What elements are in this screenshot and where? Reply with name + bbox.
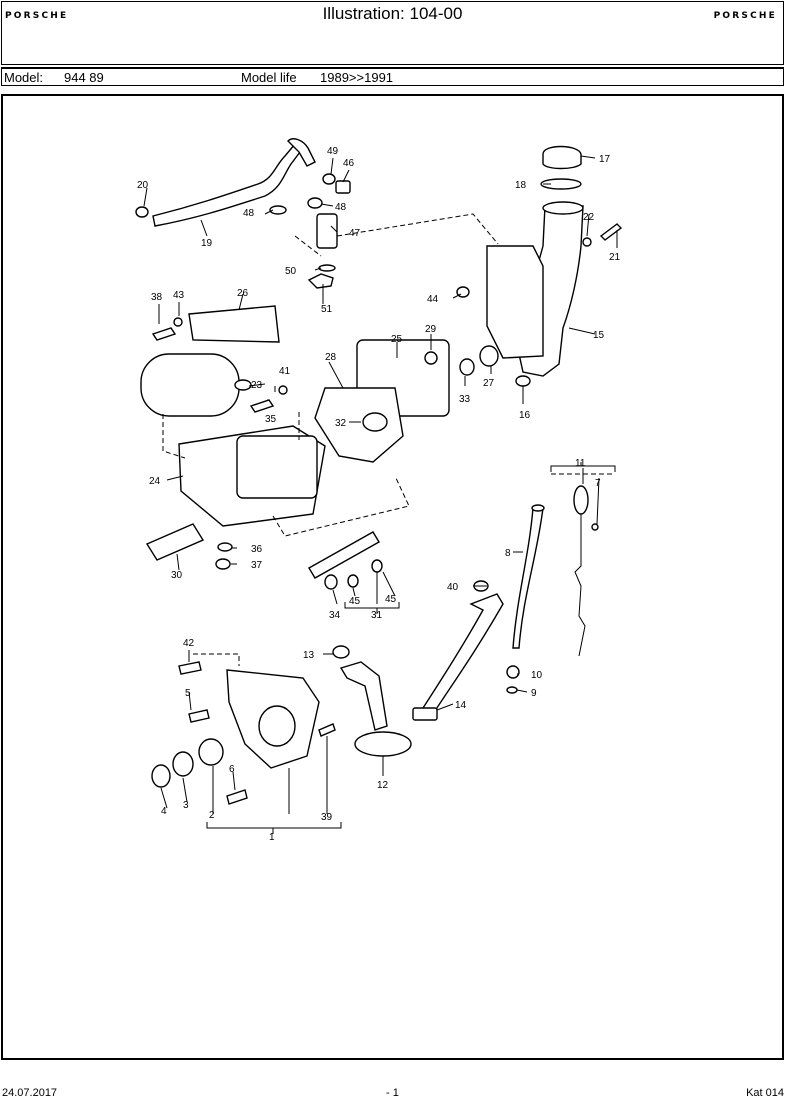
callout-22: 22	[583, 212, 595, 223]
callout-37: 37	[251, 560, 263, 571]
callout-9: 9	[531, 688, 537, 699]
callout-14: 14	[455, 700, 467, 711]
callout-6: 6	[229, 764, 235, 775]
callout-32: 32	[335, 418, 347, 429]
callout-4: 4	[161, 806, 167, 817]
callout-27: 27	[483, 378, 495, 389]
exploded-parts-diagram: 1 2 3 4 5 6 7 8 9 10 11 12 13 14 15 16 1…	[1, 94, 784, 1060]
dipstick-assembly	[412, 473, 615, 721]
callout-24: 24	[149, 476, 161, 487]
model-life-label: Model life	[241, 70, 297, 85]
callout-35: 35	[265, 414, 277, 425]
oil-pump-assembly	[151, 653, 336, 805]
model-life-value: 1989>>1991	[320, 70, 394, 85]
callout-1: 1	[269, 832, 275, 843]
header: PORSCHE Illustration: 104-00 PORSCHE	[1, 1, 784, 65]
callout-28: 28	[325, 352, 337, 363]
callout-11: 11	[575, 458, 586, 469]
callout-8: 8	[505, 548, 511, 559]
callout-29: 29	[425, 324, 437, 335]
callout-13: 13	[303, 650, 315, 661]
callout-labels: 1 2 3 4 5 6 7 8 9 10 11 12 13 14 15 16 1…	[137, 146, 621, 843]
callout-34: 34	[329, 610, 341, 621]
model-bar: Model: 944 89 Model life 1989>>1991	[1, 67, 784, 86]
footer-date: 24.07.2017	[2, 1087, 58, 1099]
porsche-logo-right: PORSCHE	[713, 11, 777, 21]
callout-10: 10	[531, 670, 543, 681]
callout-3: 3	[183, 800, 189, 811]
callout-15: 15	[593, 330, 605, 341]
callout-41: 41	[279, 366, 291, 377]
oil-cooler-assembly	[140, 305, 499, 570]
callout-45a: 45	[349, 596, 361, 607]
callout-23: 23	[251, 380, 263, 391]
callout-30: 30	[171, 570, 183, 581]
oil-filler-assembly	[456, 145, 623, 387]
callout-38: 38	[151, 292, 163, 303]
callout-20: 20	[137, 180, 149, 191]
callout-25: 25	[391, 334, 403, 345]
callout-48b: 48	[335, 202, 347, 213]
group-brackets	[206, 462, 616, 834]
callout-40: 40	[447, 582, 459, 593]
callout-19: 19	[201, 238, 213, 249]
callout-7: 7	[595, 478, 601, 489]
callout-16: 16	[519, 410, 531, 421]
footer-page: - 1	[386, 1087, 399, 1099]
callout-44: 44	[427, 294, 439, 305]
footer-catalog: Kat 014	[746, 1087, 784, 1099]
callout-12: 12	[377, 780, 389, 791]
model-value: 944 89	[64, 70, 104, 85]
callout-50: 50	[285, 266, 297, 277]
callout-33: 33	[459, 394, 471, 405]
diagram-canvas: 1 2 3 4 5 6 7 8 9 10 11 12 13 14 15 16 1…	[135, 138, 623, 843]
callout-42: 42	[183, 638, 195, 649]
bypass-valve-assembly	[308, 531, 383, 590]
leader-lines	[143, 155, 618, 814]
callout-49: 49	[327, 146, 339, 157]
callout-2: 2	[209, 810, 215, 821]
callout-47: 47	[349, 228, 361, 239]
callout-46: 46	[343, 158, 355, 169]
callout-51: 51	[321, 304, 333, 315]
callout-45b: 45	[385, 594, 397, 605]
illustration-title: Illustration: 104-00	[322, 4, 463, 23]
hose-assembly	[135, 138, 499, 289]
callout-26: 26	[237, 288, 249, 299]
callout-17: 17	[599, 154, 611, 165]
model-label: Model:	[4, 70, 44, 85]
callout-39: 39	[321, 812, 333, 823]
callout-21: 21	[609, 252, 621, 263]
callout-18: 18	[515, 180, 527, 191]
porsche-logo-left: PORSCHE	[5, 11, 69, 21]
oil-pickup-assembly	[332, 645, 412, 757]
callout-43: 43	[173, 290, 185, 301]
callout-36: 36	[251, 544, 263, 555]
callout-5: 5	[185, 688, 191, 699]
callout-48a: 48	[243, 208, 255, 219]
callout-31: 31	[371, 610, 383, 621]
